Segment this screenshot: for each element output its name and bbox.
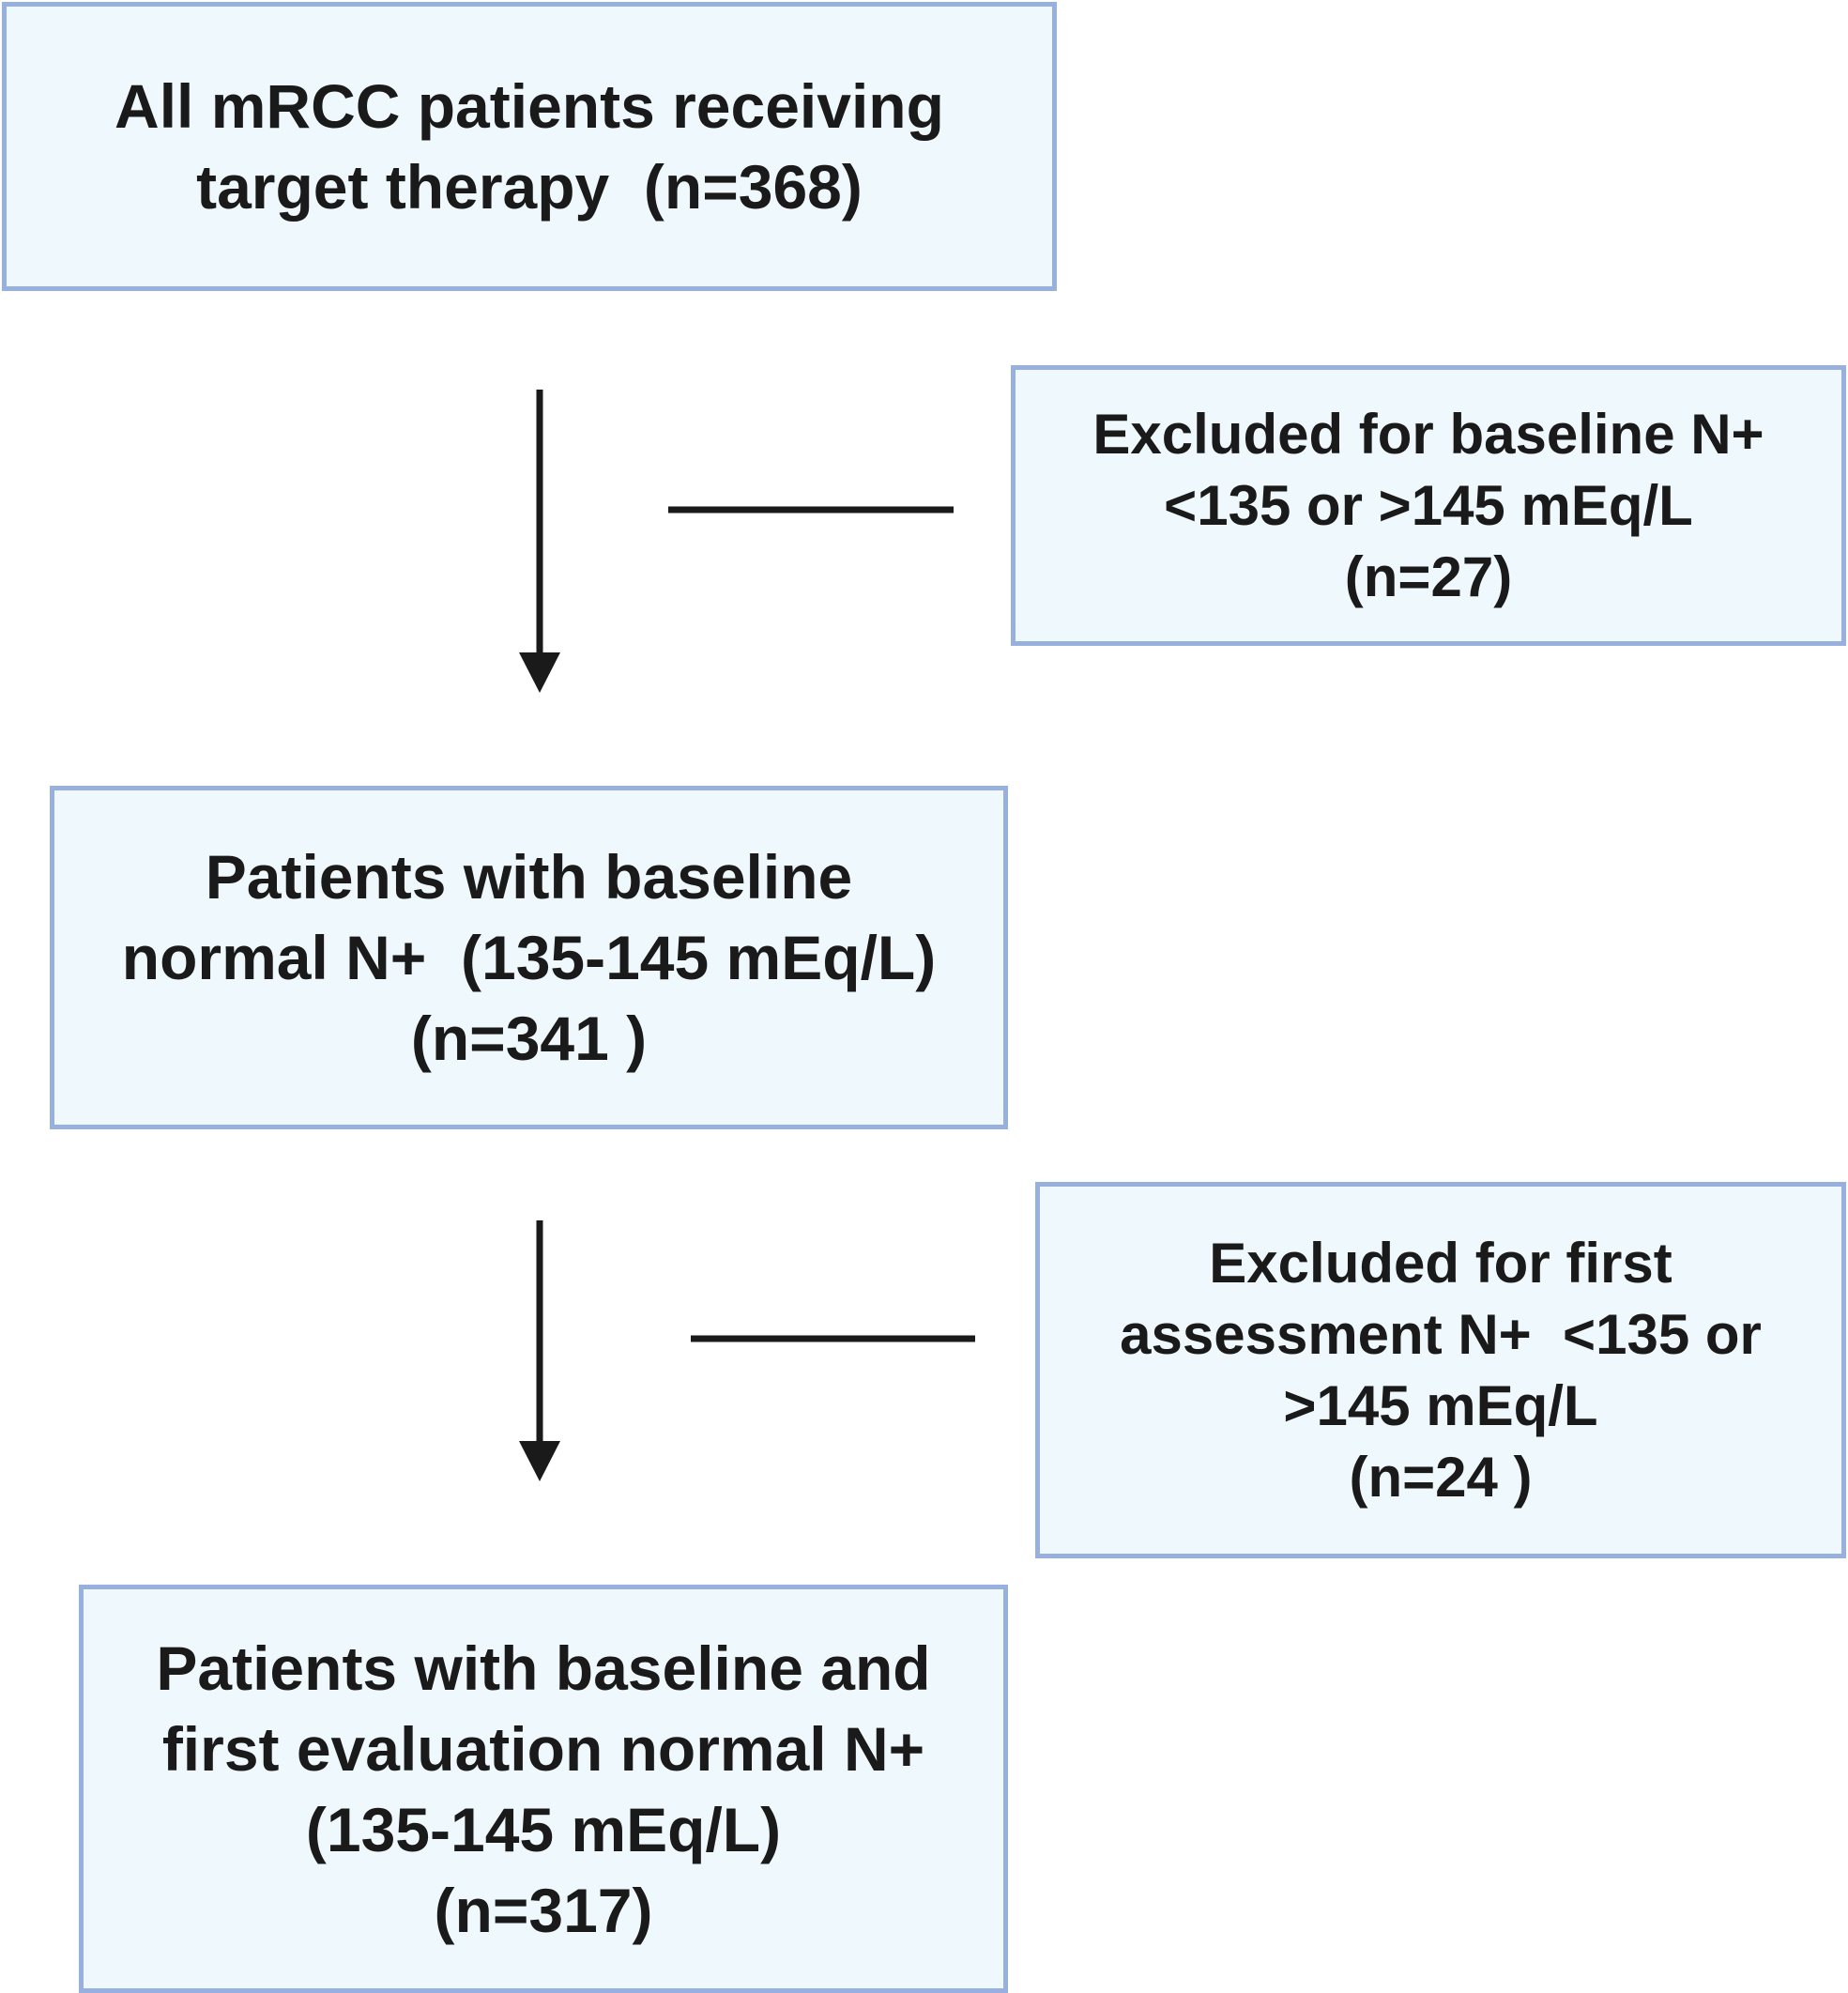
final-line-3: (135-145 mEq/L) xyxy=(305,1794,782,1864)
baseline-normal-line-3: (n=341 ) xyxy=(410,1004,648,1073)
excluded-first-line-3: >145 mEq/L xyxy=(1283,1373,1598,1437)
final-line-4: (n=317) xyxy=(434,1875,653,1945)
excluded-first-line-2: assessment N+ <135 or xyxy=(1120,1302,1762,1366)
start-box-line-2: target therapy (n=368) xyxy=(196,152,863,222)
arrow-baseline-to-final-head xyxy=(519,1441,560,1481)
excluded-baseline-line-1: Excluded for baseline N+ xyxy=(1092,402,1764,466)
excluded-baseline-box: Excluded for baseline N+ <135 or >145 mE… xyxy=(1011,365,1846,646)
baseline-normal-box: Patients with baseline normal N+ (135-14… xyxy=(50,786,1008,1129)
final-box: Patients with baseline and first evaluat… xyxy=(79,1585,1008,1993)
arrow-start-to-baseline-head xyxy=(519,652,560,693)
final-line-2: first evaluation normal N+ xyxy=(161,1713,925,1784)
start-box: All mRCC patients receiving target thera… xyxy=(2,2,1057,291)
excluded-first-line-1: Excluded for first xyxy=(1209,1231,1672,1295)
excluded-baseline-line-3: (n=27) xyxy=(1344,544,1513,608)
start-box-line-1: All mRCC patients receiving xyxy=(115,71,944,141)
excluded-first-line-4: (n=24 ) xyxy=(1349,1445,1533,1509)
final-line-1: Patients with baseline and xyxy=(156,1633,931,1703)
baseline-normal-line-2: normal N+ (135-145 mEq/L) xyxy=(121,923,937,992)
baseline-normal-line-1: Patients with baseline xyxy=(205,842,853,912)
excluded-baseline-line-2: <135 or >145 mEq/L xyxy=(1164,473,1693,537)
excluded-first-box: Excluded for first assessment N+ <135 or… xyxy=(1035,1182,1846,1558)
